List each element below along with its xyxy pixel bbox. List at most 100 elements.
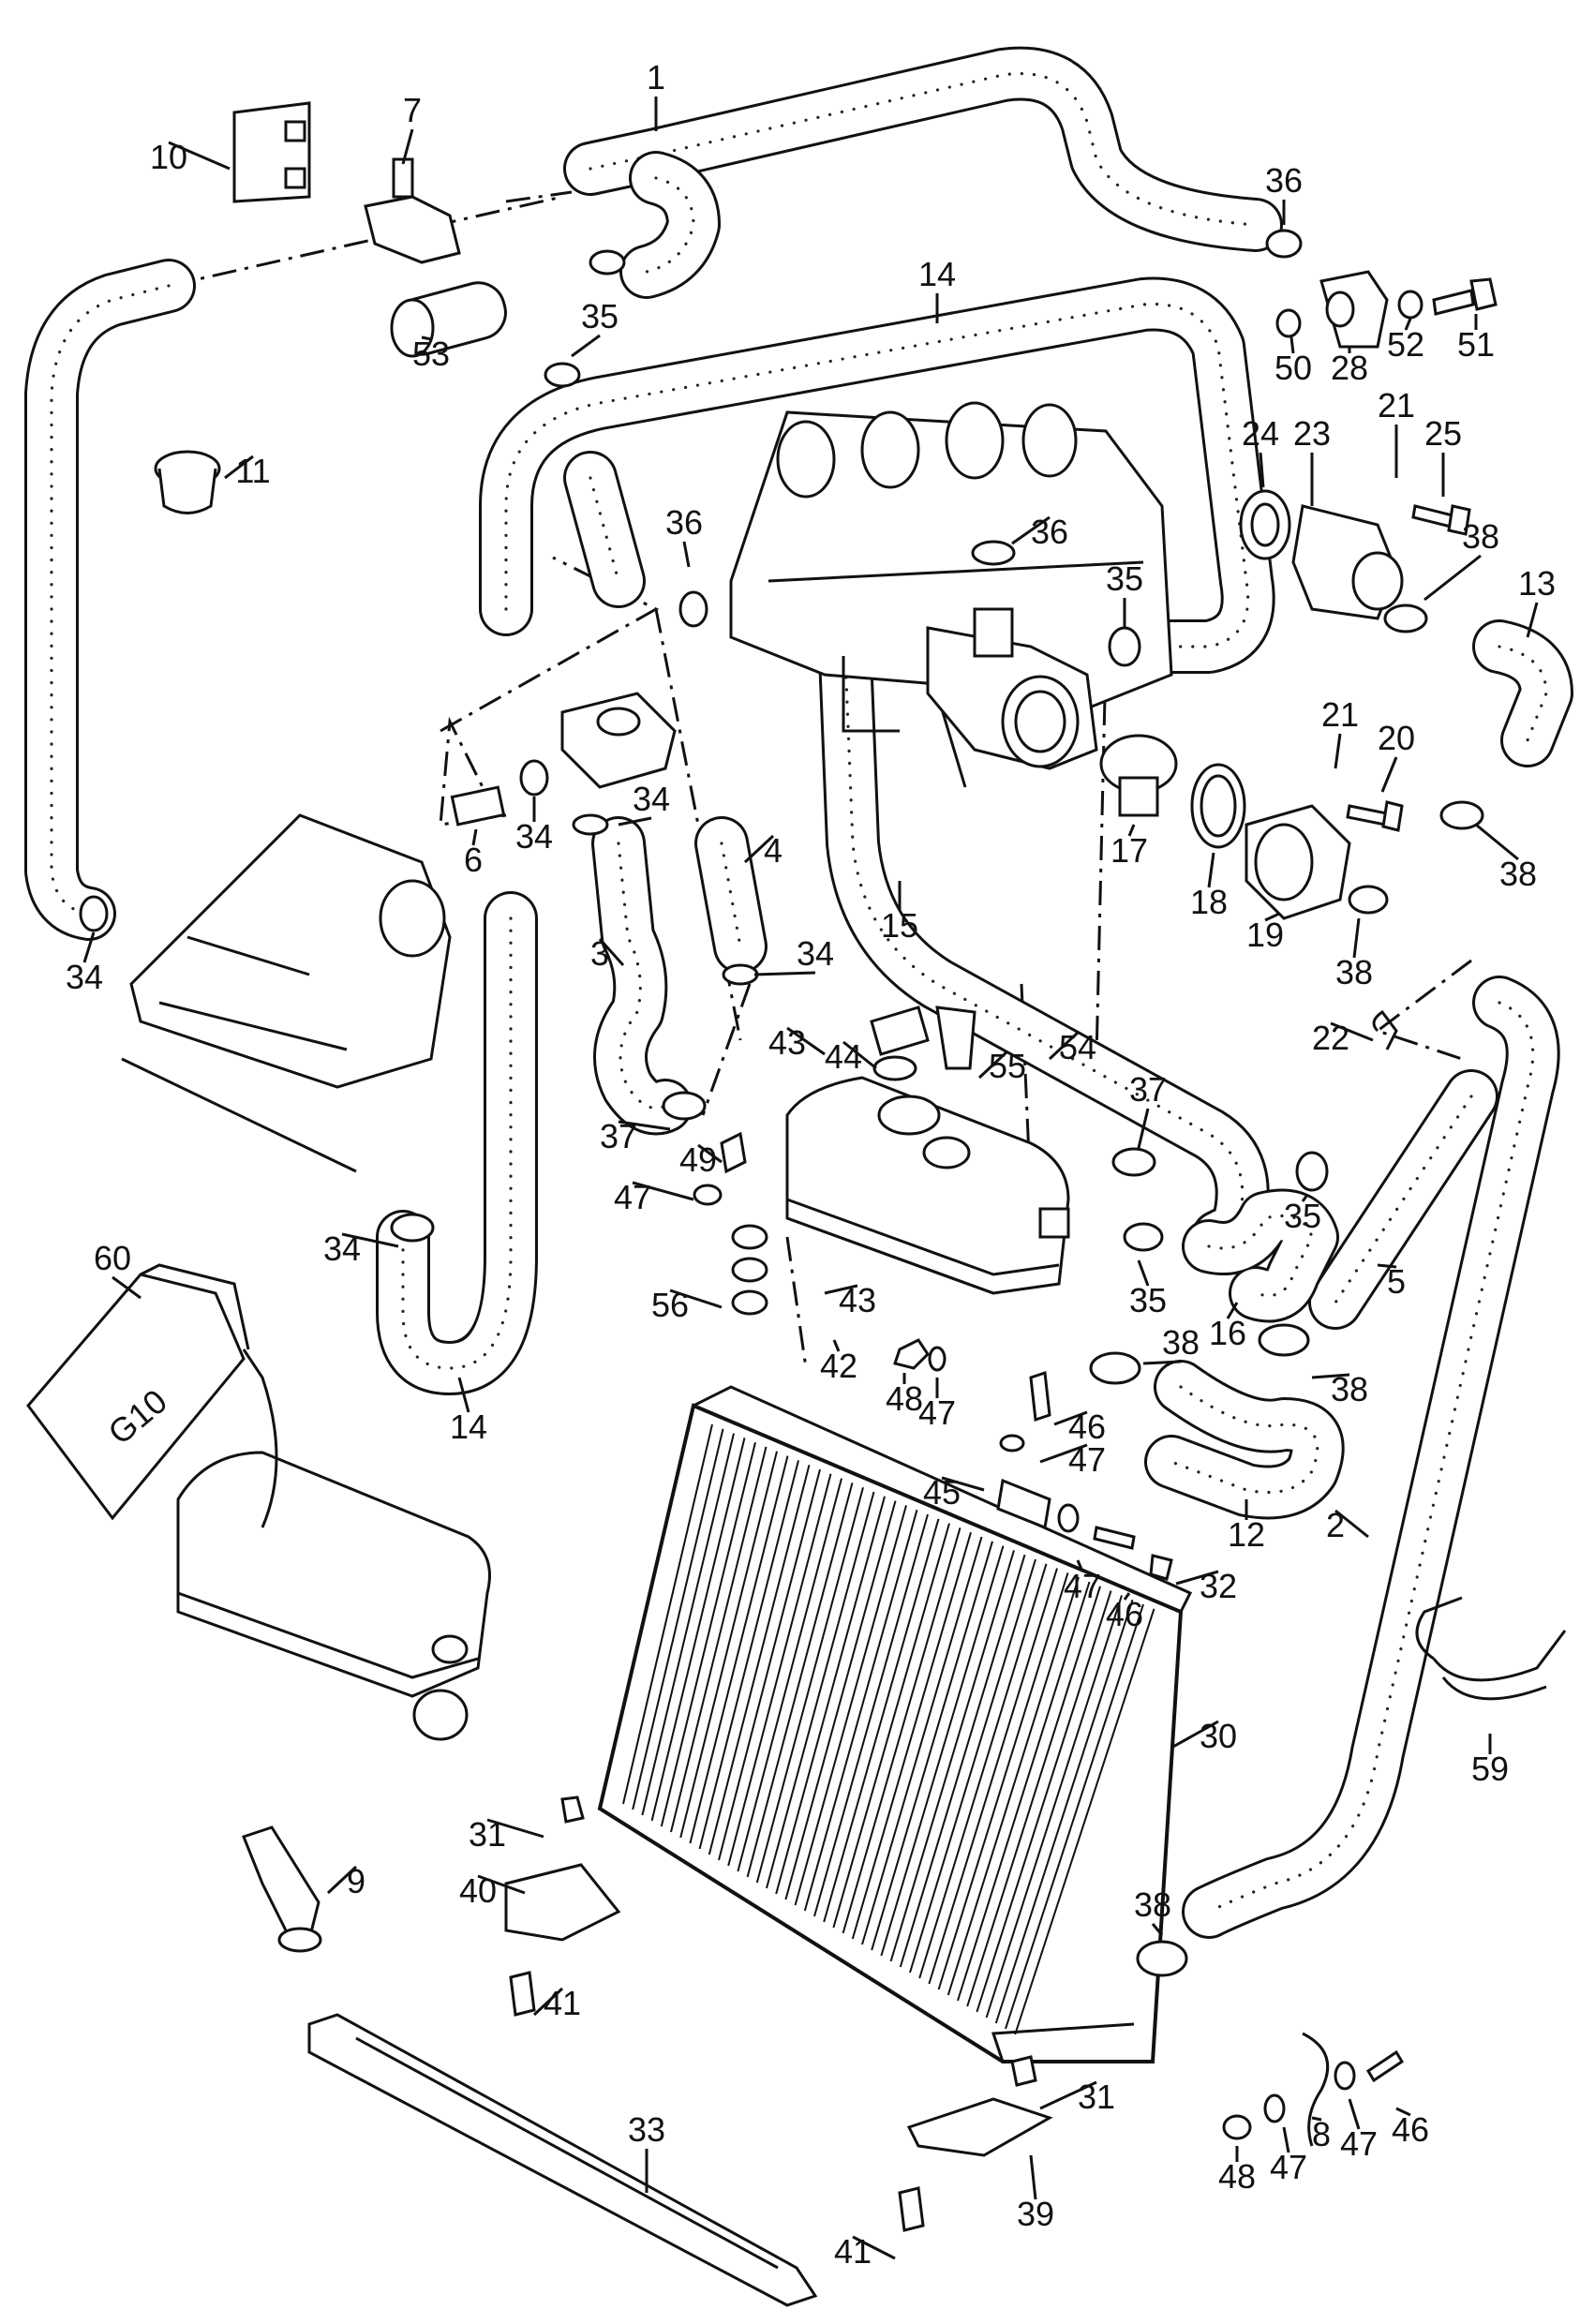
- callout-label-52: 52: [1387, 325, 1424, 364]
- callout-label-38d: 38: [1162, 1323, 1200, 1362]
- callout-line-45: [941, 1476, 985, 1492]
- callout-line-9: [326, 1865, 358, 1895]
- flange-28: [1319, 270, 1389, 349]
- callout-label-21b: 21: [1321, 695, 1359, 734]
- callout-line-34d: [753, 971, 816, 976]
- callout-line-53: [421, 335, 432, 341]
- callout-line-11: [224, 454, 254, 480]
- callout-label-12: 12: [1228, 1515, 1265, 1554]
- washer-50: [1275, 308, 1302, 338]
- bracket-10: [232, 101, 311, 203]
- gasket-18: [1190, 763, 1246, 849]
- callout-line-24: [1259, 452, 1265, 488]
- callout-label-1: 1: [647, 58, 665, 97]
- clamp-59: [1415, 1596, 1567, 1701]
- callout-line-35c: [1301, 1194, 1309, 1202]
- callout-line-13: [1526, 602, 1539, 638]
- callout-line-49: [697, 1143, 723, 1164]
- bolt-51: [1432, 277, 1498, 316]
- plug-11: [154, 450, 221, 514]
- callout-line-38c: [1352, 917, 1361, 959]
- callout-label-38b: 38: [1499, 855, 1537, 893]
- callout-label-60: 60: [94, 1239, 131, 1277]
- callout-line-35d: [1137, 1259, 1150, 1287]
- callout-label-34b: 34: [515, 817, 553, 856]
- callout-label-46a: 46: [1068, 1408, 1106, 1446]
- callout-label-42: 42: [820, 1347, 857, 1385]
- callout-label-55: 55: [989, 1047, 1026, 1085]
- callout-line-19: [1264, 912, 1280, 922]
- callout-line-14b: [457, 1377, 470, 1413]
- callout-line-5: [1377, 1263, 1397, 1269]
- callout-line-55: [977, 1050, 1009, 1080]
- callout-line-46b: [1123, 1592, 1131, 1601]
- callout-line-21b: [1334, 733, 1342, 769]
- callout-line-18: [1207, 852, 1215, 888]
- callout-line-40: [477, 1874, 526, 1895]
- callout-label-38f: 38: [1134, 1885, 1171, 1924]
- callout-line-47d: [1076, 1559, 1084, 1572]
- callout-label-15: 15: [881, 906, 918, 945]
- callout-line-34c: [618, 816, 652, 827]
- callout-label-50: 50: [1274, 349, 1312, 387]
- callout-label-53: 53: [412, 335, 450, 373]
- callout-line-41b: [852, 2235, 896, 2260]
- hose-2: [1182, 976, 1560, 1939]
- callout-label-31a: 31: [469, 1815, 506, 1854]
- hose-3: [591, 816, 693, 1136]
- callout-label-43a: 43: [768, 1023, 806, 1062]
- callout-line-38d: [1142, 1360, 1182, 1365]
- callout-label-47a: 47: [614, 1178, 651, 1216]
- hose-12: [1144, 1360, 1345, 1520]
- hose-13: [1472, 619, 1573, 767]
- callout-label-48a: 48: [886, 1379, 923, 1418]
- callout-line-43a: [786, 1026, 826, 1056]
- callout-line-34a: [82, 931, 96, 963]
- hose-short-connector: [563, 451, 646, 608]
- callout-label-51: 51: [1457, 325, 1495, 364]
- callout-label-18: 18: [1190, 883, 1228, 921]
- callout-label-44: 44: [825, 1037, 862, 1076]
- cross-member-33: [307, 2013, 818, 2307]
- callout-label-59: 59: [1471, 1750, 1509, 1788]
- callout-label-14a: 14: [918, 255, 956, 293]
- callout-label-35c: 35: [1284, 1197, 1321, 1235]
- callout-label-14b: 14: [450, 1408, 487, 1446]
- callout-line-38e: [1311, 1373, 1350, 1379]
- washer-52: [1397, 290, 1423, 320]
- callout-label-5: 5: [1387, 1262, 1406, 1301]
- callout-label-24: 24: [1242, 414, 1279, 453]
- callout-line-38a: [1423, 554, 1482, 602]
- callout-label-49: 49: [679, 1140, 717, 1179]
- callout-label-28: 28: [1331, 349, 1368, 387]
- callout-label-13: 13: [1518, 564, 1556, 603]
- thermostat-housing: [926, 607, 1098, 770]
- callout-line-39: [1029, 2154, 1037, 2200]
- callout-line-20: [1380, 756, 1398, 793]
- bolt-20: [1346, 800, 1404, 832]
- callout-line-43b: [824, 1284, 858, 1295]
- callout-line-38b: [1475, 823, 1519, 861]
- housing-19: [1245, 804, 1351, 920]
- hose-14-upper: [479, 276, 1275, 674]
- callout-label-31b: 31: [1078, 2078, 1115, 2116]
- callout-label-38a: 38: [1462, 517, 1499, 556]
- thermostat-17: [1099, 734, 1178, 817]
- callout-label-34c: 34: [633, 780, 670, 818]
- callout-label-9: 9: [347, 1862, 365, 1900]
- callout-line-31a: [486, 1818, 544, 1839]
- callout-line-47c: [1039, 1443, 1088, 1464]
- engine-cylinder-head: [729, 401, 1173, 788]
- callout-line-3: [598, 938, 625, 966]
- callout-line-17: [1127, 824, 1136, 837]
- callout-label-47d: 47: [1064, 1567, 1101, 1605]
- reservoir-cap-upper: [560, 692, 677, 789]
- callout-label-38e: 38: [1331, 1370, 1368, 1408]
- callout-label-36b: 36: [665, 503, 703, 542]
- callout-line-8: [1311, 2116, 1322, 2122]
- callout-label-30: 30: [1200, 1717, 1237, 1755]
- callout-label-11: 11: [235, 452, 270, 490]
- callout-label-38c: 38: [1335, 953, 1373, 991]
- pipe-6: [450, 785, 506, 827]
